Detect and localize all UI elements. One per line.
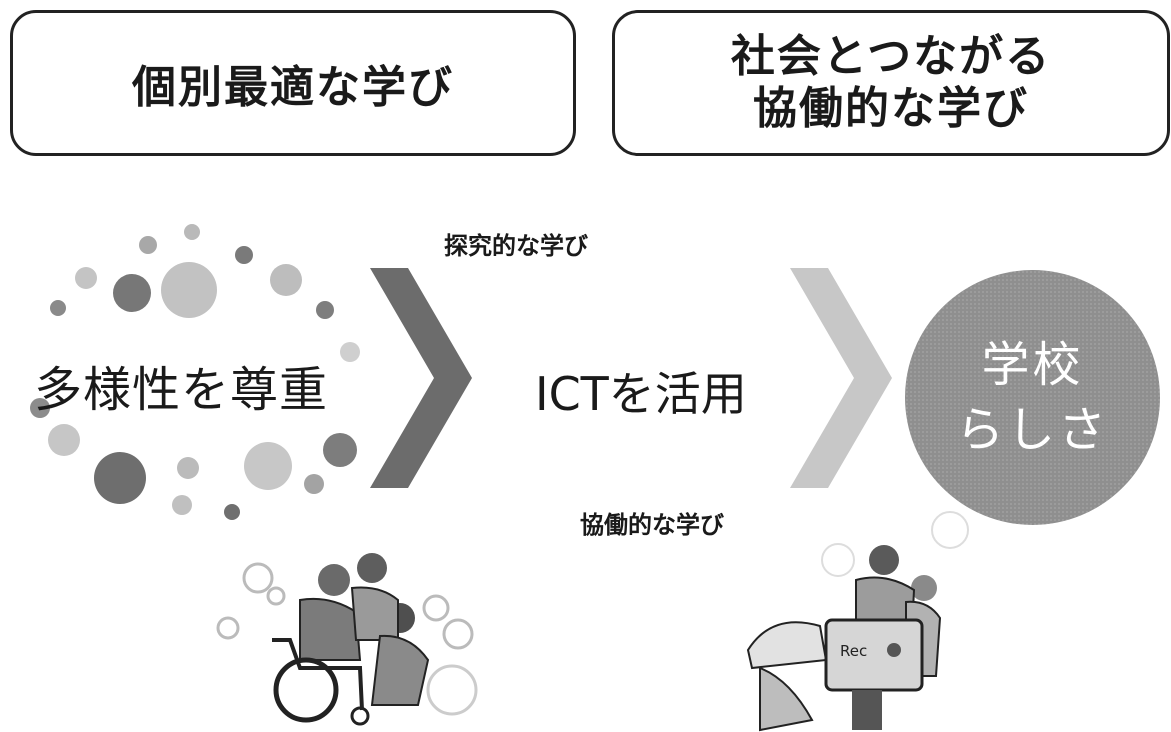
person-body-icon: [370, 634, 430, 706]
dot: [113, 274, 151, 312]
inquiry-learning-label: 探究的な学び: [444, 232, 588, 260]
individual-learning-label: 個別最適な学び: [132, 62, 454, 113]
person-head-icon: [357, 553, 387, 583]
diversity-dot-ring: [30, 224, 360, 520]
dot: [161, 262, 217, 318]
school-identity-circle: 学校 らしさ: [905, 270, 1160, 525]
school-identity-line1: 学校: [981, 336, 1084, 393]
bubble-icon: [242, 562, 274, 594]
bubble-icon: [931, 511, 969, 549]
collaborative-box-line2: 協働的な学び: [753, 83, 1029, 134]
person-head-icon: [318, 564, 350, 596]
collaborative-box-line1: 社会とつながる: [730, 31, 1052, 83]
person-head-icon: [869, 545, 899, 575]
bubble-icon: [426, 664, 478, 716]
dot: [177, 457, 199, 479]
bubble-icon: [821, 543, 855, 577]
person-body-icon: [299, 597, 362, 661]
collaborative-learning-label: 協働的な学び: [580, 511, 724, 539]
bubble-icon: [442, 618, 474, 650]
dot: [316, 301, 334, 319]
rec-label: Rec: [840, 642, 867, 660]
respect-diversity-text: 多様性を尊重: [34, 362, 329, 418]
person-head-icon: [911, 575, 937, 601]
dot: [75, 267, 97, 289]
use-ict-text: ICTを活用: [535, 367, 747, 421]
individual-learning-box: 個別最適な学び: [10, 10, 576, 156]
dot: [184, 224, 200, 240]
cap-icon: [746, 621, 828, 670]
tablet-recording-illustration: Rec: [746, 511, 969, 732]
dot: [224, 504, 240, 520]
dot: [235, 246, 253, 264]
school-identity-line2: らしさ: [955, 401, 1109, 458]
record-dot-icon: [887, 643, 901, 657]
light-chevron-arrow: [790, 268, 892, 488]
bubble-icon: [266, 586, 286, 606]
dot: [304, 474, 324, 494]
wheelchair-frame-icon: [272, 638, 364, 711]
dot: [172, 495, 192, 515]
wheelchair-wheel-icon: [273, 657, 339, 723]
dot: [244, 442, 292, 490]
dark-chevron-arrow: [370, 268, 472, 488]
bubble-icon: [422, 594, 450, 622]
person-body-icon: [759, 666, 814, 732]
dot: [270, 264, 302, 296]
dot: [94, 452, 146, 504]
collaborative-learning-box: 社会とつながる 協働的な学び: [612, 10, 1170, 156]
dot: [340, 342, 360, 362]
dot: [323, 433, 357, 467]
bubble-icon: [216, 616, 240, 640]
dot: [48, 424, 80, 456]
dot: [30, 398, 50, 418]
person-body-icon: [350, 586, 399, 641]
dot: [50, 300, 66, 316]
wheelchair-group-illustration: [216, 553, 478, 726]
dot: [139, 236, 157, 254]
wheelchair-wheel-icon: [350, 706, 370, 726]
tablet-stand-icon: [852, 690, 882, 730]
